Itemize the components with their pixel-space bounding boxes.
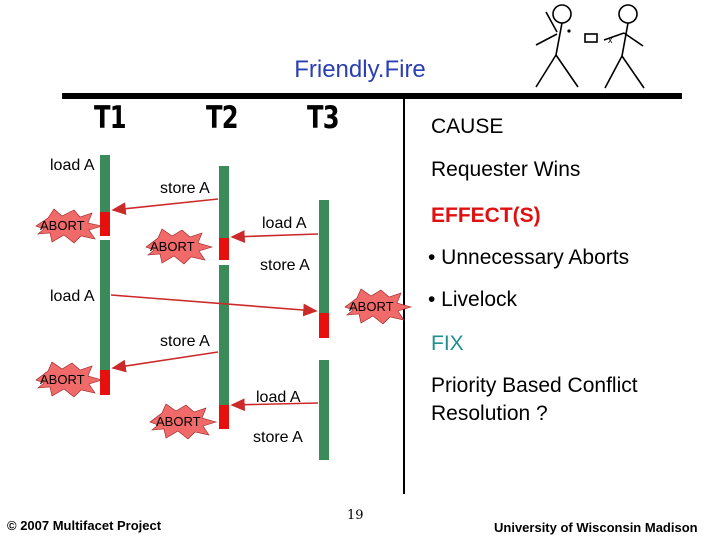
op-t3-store-1: store A (260, 257, 310, 274)
t3-running-segment-2 (319, 360, 329, 460)
t1-running-segment-2 (100, 240, 110, 370)
t1-aborted-segment-1 (100, 212, 110, 236)
effect-unnecessary-aborts: • Unnecessary Aborts (428, 246, 630, 269)
t3-running-segment-1 (319, 200, 329, 313)
slide-title: Friendly.Fire (294, 56, 426, 83)
cause-heading: CAUSE (431, 115, 504, 138)
thread-header-t3: T3 (307, 100, 340, 136)
t3-aborted-segment-1 (319, 313, 329, 338)
t2-running-segment-1 (219, 166, 229, 238)
op-t3-load-1: load A (262, 215, 307, 232)
abort-label-t3-1: ABORT (349, 299, 394, 314)
abort-burst-t2-2 (149, 403, 218, 440)
op-t3-store-2: store A (253, 429, 303, 446)
abort-burst-t2-1 (145, 228, 214, 265)
effect-livelock: • Livelock (428, 288, 518, 311)
op-t2-store-1: store A (160, 180, 210, 197)
abort-label-t1-2: ABORT (40, 372, 85, 387)
thread-header-t2: T2 (206, 100, 239, 136)
university-footer: University of Wisconsin Madison (494, 520, 698, 535)
cause-text: Requester Wins (431, 158, 581, 181)
abort-label-t2-1: ABORT (150, 239, 195, 254)
abort-burst-t3-1 (344, 288, 413, 325)
t1-running-segment-1 (100, 155, 110, 212)
abort-burst-t1-2 (35, 361, 104, 398)
t2-running-segment-2 (219, 265, 229, 405)
fix-line-2: Resolution ? (431, 402, 548, 425)
arrow-t2-to-t1-2 (111, 351, 219, 373)
t2-aborted-segment-1 (219, 238, 229, 260)
arrow-t3-to-t2-2 (230, 398, 319, 412)
arrow-t1-to-t3 (110, 294, 318, 317)
vertical-divider (403, 99, 405, 494)
thread-header-t1: T1 (94, 100, 127, 136)
op-t1-load-1: load A (50, 157, 95, 174)
svg-text:x: x (608, 35, 613, 45)
abort-label-t1-1: ABORT (40, 218, 85, 233)
horizontal-rule (62, 93, 682, 99)
op-t3-load-2: load A (256, 389, 301, 406)
page-number: 19 (347, 508, 364, 523)
op-t1-load-2: load A (50, 288, 95, 305)
op-t2-store-2: store A (160, 333, 210, 350)
copyright-footer: © 2007 Multifacet Project (7, 518, 162, 533)
abort-label-t2-2: ABORT (156, 414, 201, 429)
fix-heading: FIX (431, 332, 464, 355)
arrow-t3-to-t2-1 (230, 230, 319, 243)
abort-burst-t1-1 (35, 208, 104, 244)
fix-line-1: Priority Based Conflict (431, 374, 638, 397)
t1-aborted-segment-2 (100, 370, 110, 395)
t2-aborted-segment-2 (219, 405, 229, 429)
effect-heading: EFFECT(S) (431, 204, 541, 227)
arrow-t2-to-t1-1 (111, 198, 219, 216)
